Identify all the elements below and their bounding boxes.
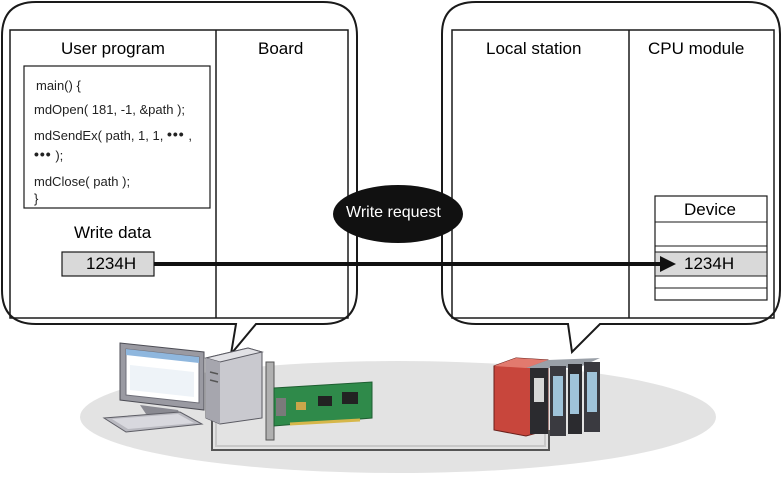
keyboard [102, 411, 204, 433]
write-request-label: Write request [346, 204, 441, 221]
code-line-mdsendex: mdSendEx( path, 1, 1, ••• , [34, 126, 192, 143]
write-arrow-head [660, 256, 676, 272]
write-request-pill [333, 185, 463, 243]
computer-monitor [119, 342, 205, 418]
code-line-mdopen: mdOpen( 181, -1, &path ); [34, 102, 186, 117]
ellipsis-icon: ••• [166, 126, 185, 142]
pc-tower [204, 347, 264, 425]
ellipsis-icon: ••• [34, 146, 52, 162]
code-line-mdsendex-cont: ••• ); [34, 146, 63, 163]
code-box [23, 65, 211, 209]
code-line-mdsendex-comma: , [188, 128, 192, 143]
code-line-mdsendex-end: ); [55, 148, 64, 163]
write-data-value: 1234H [86, 254, 137, 273]
plc-rack [493, 357, 600, 437]
user-program-title: User program [61, 39, 165, 58]
code-line-mdclose: mdClose( path ); [34, 174, 131, 189]
station-cpu-panel [451, 29, 775, 319]
local-station-title: Local station [486, 39, 582, 58]
device-header: Device [684, 200, 736, 219]
code-line-close-brace: } [34, 191, 39, 206]
code-line-mdsendex-text: mdSendEx( path, 1, 1, [34, 128, 164, 143]
cable [211, 416, 550, 451]
write-data-label: Write data [74, 223, 152, 242]
device-table-outline [654, 195, 768, 301]
cpu-module-title: CPU module [648, 39, 745, 58]
device-value: 1234H [684, 254, 735, 273]
interface-board [265, 361, 373, 441]
write-data-box [61, 251, 155, 277]
cable-inner [215, 416, 546, 447]
board-title: Board [258, 39, 304, 58]
user-program-board-panel [9, 29, 349, 319]
code-line-main: main() { [36, 78, 81, 93]
